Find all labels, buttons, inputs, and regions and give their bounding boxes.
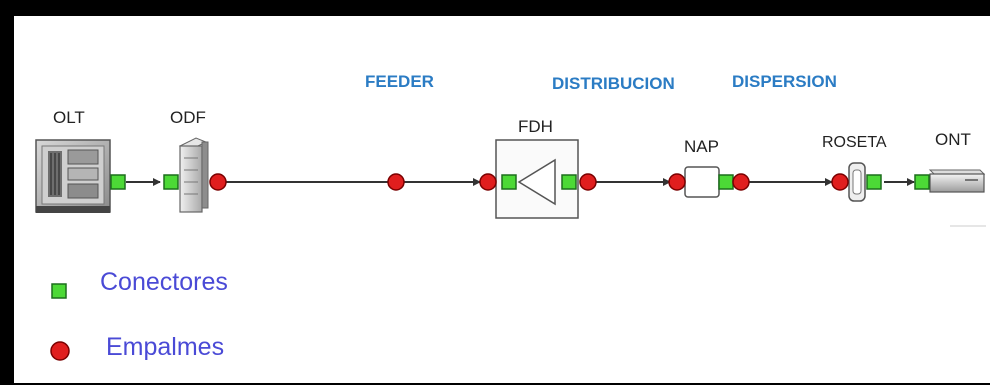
splice-nap-in (668, 173, 686, 191)
segment-label-feeder: FEEDER (365, 72, 434, 91)
connectors (110, 174, 930, 190)
splice-feeder-mid (387, 173, 405, 191)
segment-label-dispersion: DISPERSION (732, 72, 837, 91)
legend-label-conectores: Conectores (100, 268, 228, 296)
ont-terminal-icon (928, 169, 986, 227)
connector-ont-in (914, 174, 930, 190)
device-label-odf: ODF (170, 108, 206, 127)
legend-connector-swatch (51, 283, 67, 299)
device-label-roseta: ROSETA (822, 134, 887, 151)
connector-nap-out (718, 174, 734, 190)
odf-rack-icon (178, 137, 209, 213)
splices (209, 173, 849, 191)
legend: Conectores Empalmes (50, 268, 228, 361)
connector-odf-in (163, 174, 179, 190)
connector-fdh-out (561, 174, 577, 190)
splice-fdh-in (479, 173, 497, 191)
splice-roseta-in (831, 173, 849, 191)
device-label-ont: ONT (935, 130, 971, 149)
splice-fdh-out (579, 173, 597, 191)
olt-equipment-icon (35, 139, 111, 213)
connector-roseta-out (866, 174, 882, 190)
device-label-nap: NAP (684, 137, 719, 156)
legend-label-empalmes: Empalmes (106, 333, 224, 361)
fdh-splitter-icon (495, 139, 579, 219)
connector-olt (110, 174, 126, 190)
connector-fdh-in (501, 174, 517, 190)
splice-nap-out (732, 173, 750, 191)
device-label-fdh: FDH (518, 117, 553, 136)
nap-box-icon (684, 166, 720, 198)
legend-splice-swatch (50, 341, 70, 361)
roseta-outlet-icon (848, 162, 866, 202)
segment-label-distribucion: DISTRIBUCION (552, 74, 675, 93)
splice-odf-out (209, 173, 227, 191)
device-label-olt: OLT (53, 108, 85, 127)
